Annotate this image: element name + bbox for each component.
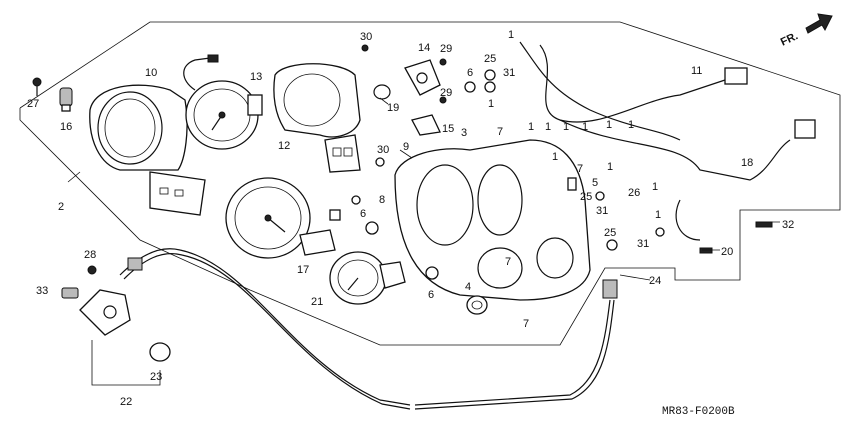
callout-20: 20 [721, 246, 733, 258]
callout-1: 1 [508, 29, 514, 41]
callout-27: 27 [27, 98, 39, 110]
callout-29: 29 [440, 43, 452, 55]
callout-19: 19 [387, 102, 399, 114]
callout-7: 7 [497, 126, 503, 138]
assembly-boundary [19, 21, 841, 346]
bolt-33 [61, 287, 79, 299]
callout-17: 17 [297, 264, 309, 276]
callout-24: 24 [649, 275, 661, 287]
callout-1: 1 [655, 209, 661, 221]
screw-27 [32, 77, 42, 96]
group-bracket-22 [91, 340, 161, 386]
reset-knob [59, 87, 73, 112]
callout-10: 10 [145, 67, 157, 79]
callout-1: 1 [528, 121, 534, 133]
tachometer [225, 177, 336, 259]
callout-1: 1 [606, 119, 612, 131]
callout-1: 1 [628, 119, 634, 131]
direction-indicator: FR. [779, 13, 833, 49]
meter-case [273, 63, 361, 173]
callout-12: 12 [278, 140, 290, 152]
speedometer-cable [79, 248, 618, 410]
collar [149, 342, 171, 362]
callout-1: 1 [545, 121, 551, 133]
callout-26: 26 [628, 187, 640, 199]
callout-32: 32 [782, 219, 794, 231]
callout-13: 13 [250, 71, 262, 83]
callout-6: 6 [360, 208, 366, 220]
callout-30: 30 [377, 144, 389, 156]
callout-11: 11 [691, 65, 702, 77]
diagram-code: MR83-F0200B [662, 406, 735, 418]
bulb-socket [466, 295, 488, 315]
callout-28: 28 [84, 249, 96, 261]
callout-1: 1 [552, 151, 558, 163]
callout-1: 1 [582, 121, 588, 133]
callout-16: 16 [60, 121, 72, 133]
callout-7: 7 [505, 256, 511, 268]
callout-7: 7 [577, 163, 583, 175]
callout-33: 33 [36, 285, 48, 297]
callout-5: 5 [592, 177, 598, 189]
callout-25: 25 [604, 227, 616, 239]
clip [411, 114, 441, 136]
callout-23: 23 [150, 371, 162, 383]
callout-31: 31 [637, 238, 649, 250]
callout-29: 29 [440, 87, 452, 99]
callout-30: 30 [360, 31, 372, 43]
callout-15: 15 [442, 123, 454, 135]
callout-2: 2 [58, 201, 64, 213]
callout-25: 25 [580, 191, 592, 203]
screw-28 [87, 265, 97, 275]
callout-labels: 1 1 1 1 1 1 1 1 1 1 1 1 2 3 4 5 6 6 6 7 … [27, 29, 794, 408]
callout-1: 1 [488, 98, 494, 110]
callout-9: 9 [403, 141, 409, 153]
small-gauge [329, 251, 406, 305]
leader-lines [67, 97, 780, 281]
callout-7: 7 [523, 318, 529, 330]
fasteners [329, 44, 773, 280]
direction-label: FR. [779, 30, 800, 48]
callout-1: 1 [563, 121, 569, 133]
callout-18: 18 [741, 157, 753, 169]
callout-31: 31 [503, 67, 515, 79]
callout-4: 4 [465, 281, 471, 293]
front-arrow-icon [805, 13, 833, 34]
wire-harness [519, 41, 816, 241]
callout-3: 3 [461, 127, 467, 139]
callout-6: 6 [467, 67, 473, 79]
callout-31: 31 [596, 205, 608, 217]
seal-ring [373, 84, 391, 100]
speedometer-face [183, 54, 263, 150]
callout-1: 1 [652, 181, 658, 193]
meter-visor [89, 84, 206, 216]
callout-1: 1 [607, 161, 613, 173]
instrument-panel [394, 139, 591, 301]
callout-22: 22 [120, 396, 132, 408]
callout-6: 6 [428, 289, 434, 301]
callout-8: 8 [379, 194, 385, 206]
callout-21: 21 [311, 296, 323, 308]
callout-14: 14 [418, 42, 430, 54]
callout-25: 25 [484, 53, 496, 65]
indicator-bracket [404, 59, 441, 96]
